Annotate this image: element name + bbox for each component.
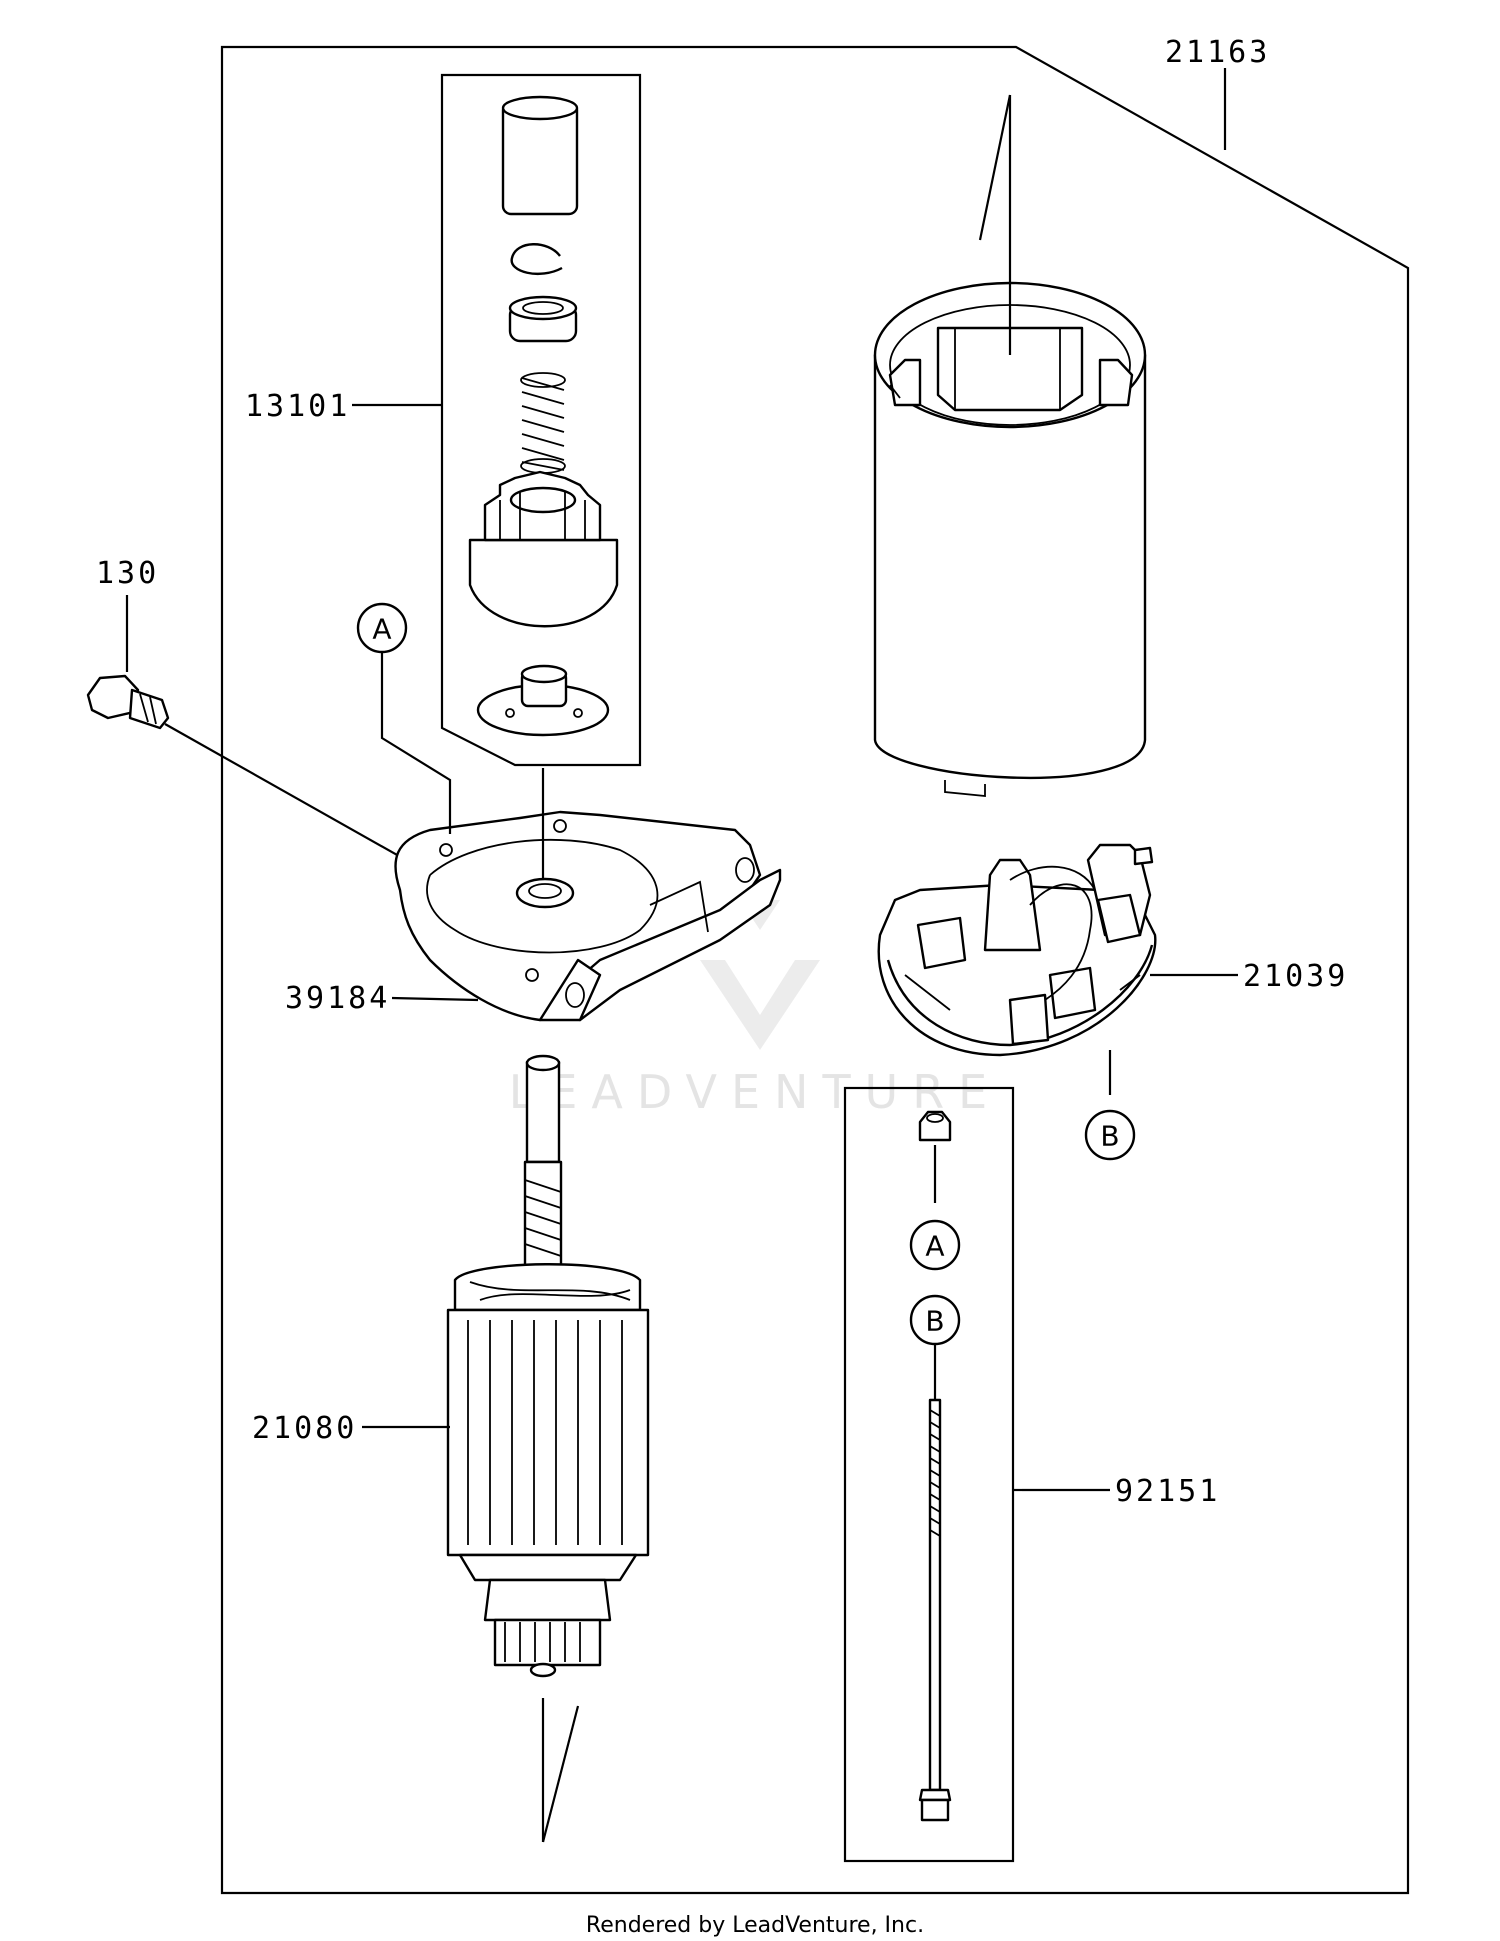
snap-ring-part [510, 243, 563, 276]
thrust-washer-part [476, 664, 610, 737]
pinion-stop-collar-part [508, 295, 578, 343]
leader-39184 [391, 996, 479, 1002]
callout-13101: 13101 [245, 389, 350, 424]
drive-kit-box [440, 73, 642, 767]
footer-credit: Rendered by LeadVenture, Inc. [586, 1913, 924, 1938]
svg-text:B: B [1100, 1120, 1119, 1153]
svg-text:B: B [925, 1305, 944, 1338]
reference-mark-b-brush: B [1084, 1109, 1136, 1161]
callout-21080: 21080 [252, 1411, 357, 1446]
pinion-gear-part [468, 470, 619, 628]
watermark-text: LEADVENTURE [509, 1065, 1002, 1119]
drive-end-bracket-part [394, 810, 782, 1022]
bolt-130-part [86, 674, 170, 730]
reference-mark-a-bolt: A [909, 1219, 961, 1271]
svg-text:A: A [925, 1230, 944, 1263]
callout-92151: 92151 [1115, 1474, 1220, 1509]
through-bolt-box [843, 1086, 1015, 1863]
callout-21163: 21163 [1165, 35, 1270, 70]
reference-mark-a-top: A [356, 602, 408, 654]
yoke-guide-line-2 [978, 94, 1012, 241]
leader-a-top [380, 653, 452, 834]
pinion-cap-part [501, 95, 579, 216]
armature-axis-line-2 [541, 1705, 580, 1843]
reference-mark-b-bolt: B [909, 1294, 961, 1346]
assembly-boundary [220, 45, 1410, 1895]
callout-21039: 21039 [1243, 959, 1348, 994]
anti-drift-spring-part [520, 372, 566, 474]
armature-part [446, 1054, 650, 1678]
brush-holder-part [877, 843, 1157, 1057]
callout-130: 130 [96, 556, 159, 591]
leadventure-watermark: LEADVENTURE [509, 900, 1002, 1119]
yoke-housing-part [873, 281, 1147, 797]
svg-text:A: A [372, 613, 391, 646]
through-bolt-part [918, 1110, 952, 1822]
callout-39184: 39184 [285, 981, 390, 1016]
